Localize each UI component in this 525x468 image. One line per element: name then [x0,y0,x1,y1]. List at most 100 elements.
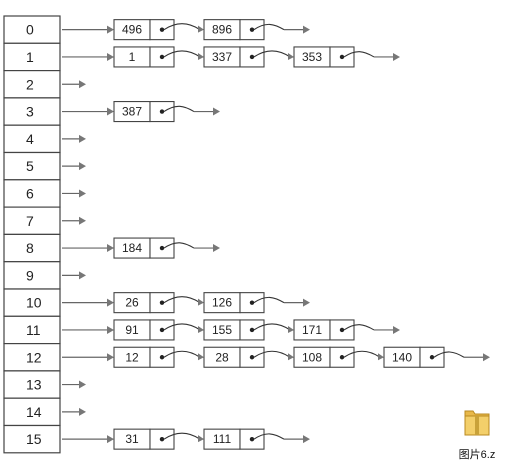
bucket-chain [62,134,86,143]
null-arrow-head [213,107,220,116]
bucket-cell: 15 [3,424,61,454]
pointer-arrow-head [107,353,114,362]
bucket-chain [62,80,86,89]
bucket-index-label: 12 [26,349,42,365]
bucket-chain [62,271,86,280]
next-link [163,23,201,31]
bucket-index-label: 15 [26,431,42,447]
list-node: 184 [113,237,175,259]
list-node: 337 [203,46,265,68]
bucket-chain: 26 126 [62,292,310,314]
node-pointer-dot [339,327,345,333]
bucket-cell: 5 [3,151,61,181]
null-arrow-head [393,52,400,61]
null-arrow-head [79,407,86,416]
node-pointer-dot [249,355,255,360]
node-value-label: 140 [392,350,412,364]
list-node: 108 [293,346,355,368]
bucket-chain [62,407,86,416]
bucket-cell-box [3,206,61,236]
bucket-index-label: 10 [26,295,42,311]
list-node: 1 [113,46,175,68]
bucket-cell-box [3,288,61,317]
bucket-cell: 1 [3,42,61,72]
null-arrow-head [79,162,86,171]
next-link-head [198,52,204,60]
node-pointer-dot [159,355,165,360]
node-value-label: 171 [302,323,322,337]
null-link-curve [253,433,285,440]
bucket-chain [62,189,86,198]
node-value-label: 108 [302,350,322,364]
null-arrow-head [483,353,490,362]
next-link [163,432,201,440]
file-item[interactable]: 图片6.z [453,405,501,465]
node-value-label: 28 [215,350,229,364]
bucket-cell-box [3,42,61,72]
node-value-label: 353 [302,50,322,64]
next-link [163,350,201,358]
bucket-index-label: 3 [26,104,34,120]
null-link-curve [163,105,195,113]
bucket-cell-box [3,424,61,454]
list-node: 140 [383,346,445,368]
next-link-head [198,353,204,361]
node-pointer-dot [159,109,165,114]
bucket-index-label: 6 [26,185,34,201]
node-pointer-dot [159,300,165,305]
node-value-label: 496 [122,23,142,37]
node-value-label: 1 [129,50,136,64]
bucket-chain: 1 337 353 [62,46,400,68]
node-value-label: 12 [125,350,139,364]
pointer-arrow-head [107,298,114,307]
null-arrow-head [79,271,86,280]
bucket-chain [62,380,86,389]
null-arrow-head [213,244,220,253]
list-node: 26 [113,292,175,314]
next-link [163,50,201,58]
null-link-curve [163,242,195,249]
pointer-arrow-head [107,435,114,444]
pointer-arrow-head [107,325,114,334]
bucket-cell: 2 [3,69,61,99]
node-pointer-dot [159,436,165,442]
node-value-label: 26 [125,296,139,310]
null-arrow-head [79,134,86,143]
bucket-cell: 8 [3,233,61,263]
list-node: 387 [113,101,175,123]
bucket-index-label: 0 [26,22,34,38]
node-pointer-dot [159,245,165,251]
list-node: 111 [203,428,265,450]
bucket-index-label: 7 [26,213,34,229]
node-value-label: 91 [125,323,139,337]
node-value-label: 126 [212,296,232,310]
list-node: 31 [113,428,175,450]
bucket-index-label: 13 [26,377,42,393]
null-arrow-head [303,298,310,307]
next-link-head [288,52,294,60]
list-node: 496 [113,19,175,41]
bucket-index-label: 9 [26,267,34,283]
bucket-index-label: 2 [26,76,34,92]
node-value-label: 111 [213,432,232,446]
pointer-arrow-head [107,25,114,34]
node-pointer-dot [339,355,345,360]
node-value-label: 31 [125,432,139,446]
node-pointer-dot [249,436,255,442]
node-pointer-dot [159,54,165,60]
next-link [253,350,291,358]
folder-file-icon [464,410,490,436]
null-link-curve [253,23,285,31]
bucket-chain: 12 28 108 140 [62,346,490,368]
bucket-cell-box [3,261,61,290]
bucket-cell: 0 [3,15,61,44]
list-node: 353 [293,46,355,68]
list-node: 12 [113,346,175,368]
null-arrow-head [303,25,310,34]
null-arrow-head [79,80,86,89]
next-link [343,350,381,358]
pointer-arrow-head [107,52,114,61]
bucket-cell-box [3,151,61,181]
